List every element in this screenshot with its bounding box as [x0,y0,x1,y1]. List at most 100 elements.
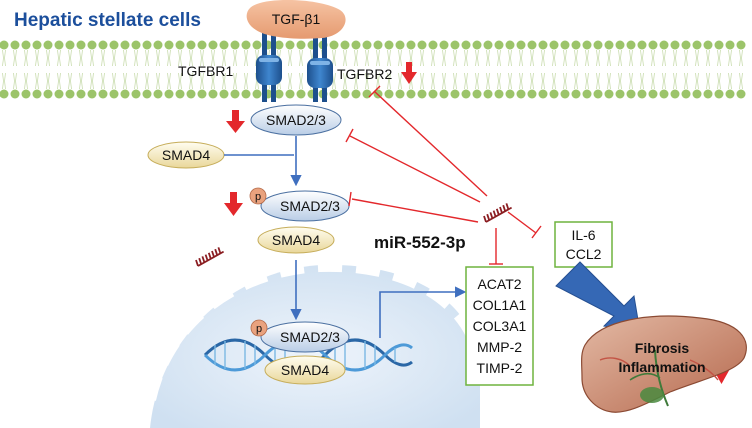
mirna-tick [505,203,510,210]
smad23-label: SMAD2/3 [266,112,326,128]
lipid-tail [112,49,116,67]
lipid-tail [233,72,237,90]
lipid-tail [442,72,446,90]
lipid-head [593,40,603,50]
lipid-tail [365,72,369,90]
lipid-tail [123,49,127,67]
lipid-head [109,89,119,99]
lipid-tail [651,72,655,90]
lipid-head [637,89,647,99]
lipid-head [54,89,64,99]
mirna-tick [207,252,212,260]
lipid-tail [541,49,545,67]
lipid-head [538,40,548,50]
lipid-head [98,89,108,99]
lipid-head [120,40,130,50]
lipid-tail [68,72,72,90]
smad4-label: SMAD4 [272,232,320,248]
lipid-tail [343,72,347,90]
lipid-tail [35,72,39,90]
lipid-tail [288,72,292,90]
lipid-head [692,40,702,50]
lipid-head [274,40,284,50]
lipid-tail [717,72,721,90]
lipid-tail [552,72,556,90]
lipid-head [252,40,262,50]
lipid-head [197,40,207,50]
lipid-head [692,89,702,99]
lipid-head [164,89,174,99]
tgf-beta1-label: TGF-β1 [272,11,321,27]
lipid-head [241,89,251,99]
lipid-head [736,40,746,50]
mirna-tick [198,257,203,265]
outcome-fibrosis: Fibrosis [635,340,690,356]
gene-timp2: TIMP-2 [477,360,523,376]
lipid-tail [365,49,369,67]
lipid-head [230,40,240,50]
lipid-head [670,40,680,50]
lipid-tail [486,49,490,67]
lipid-tail [486,72,490,90]
diagram-title: Hepatic stellate cells [14,10,201,31]
lipid-head [43,40,53,50]
lipid-tail [640,72,644,90]
lipid-head [65,89,75,99]
lipid-tail [574,49,578,67]
down-arrow-icon [224,192,243,216]
lipid-tail [706,72,710,90]
lipid-head [230,89,240,99]
lipid-tail [508,49,512,67]
cytokine-ccl2: CCL2 [566,246,602,262]
lipid-head [384,89,394,99]
lipid-tail [640,49,644,67]
lipid-head [296,40,306,50]
lipid-tail [629,72,633,90]
activation-arrow [379,286,467,338]
lipid-head [582,89,592,99]
inhibition-line [373,90,488,197]
lipid-tail [101,49,105,67]
lipid-tail [497,49,501,67]
inhibition-line [351,198,479,223]
lipid-tail [662,49,666,67]
mirna-icon [483,203,513,223]
lipid-tail [607,49,611,67]
lipid-tail [618,49,622,67]
lipid-head [461,89,471,99]
lipid-tail [145,72,149,90]
cytokine-il6: IL-6 [571,227,595,243]
lipid-tail [178,49,182,67]
lipid-head [406,89,416,99]
lipid-tail [475,72,479,90]
lipid-tail [387,72,391,90]
lipid-tail [684,72,688,90]
lipid-tail [354,72,358,90]
lipid-tail [574,72,578,90]
lipid-head [648,89,658,99]
lipid-tail [420,72,424,90]
mirna-tick [195,259,199,267]
lipid-head [362,89,372,99]
lipid-head [472,40,482,50]
lipid-tail [442,49,446,67]
lipid-head [450,89,460,99]
lipid-head [153,40,163,50]
lipid-tail [189,49,193,67]
lipid-tail [596,49,600,67]
lipid-tail [541,72,545,90]
lipid-head [197,89,207,99]
lipid-head [637,40,647,50]
smad23-label: SMAD2/3 [280,198,340,214]
lipid-tail [46,72,50,90]
smad23-membrane: SMAD2/3 [250,104,342,136]
lipid-head [131,89,141,99]
lipid-tail [200,72,204,90]
lipid-head [714,40,724,50]
lipid-head [670,89,680,99]
lipid-tail [497,72,501,90]
lipid-tail [695,49,699,67]
receptor-tgfbr1 [256,30,282,102]
lipid-head [285,89,295,99]
